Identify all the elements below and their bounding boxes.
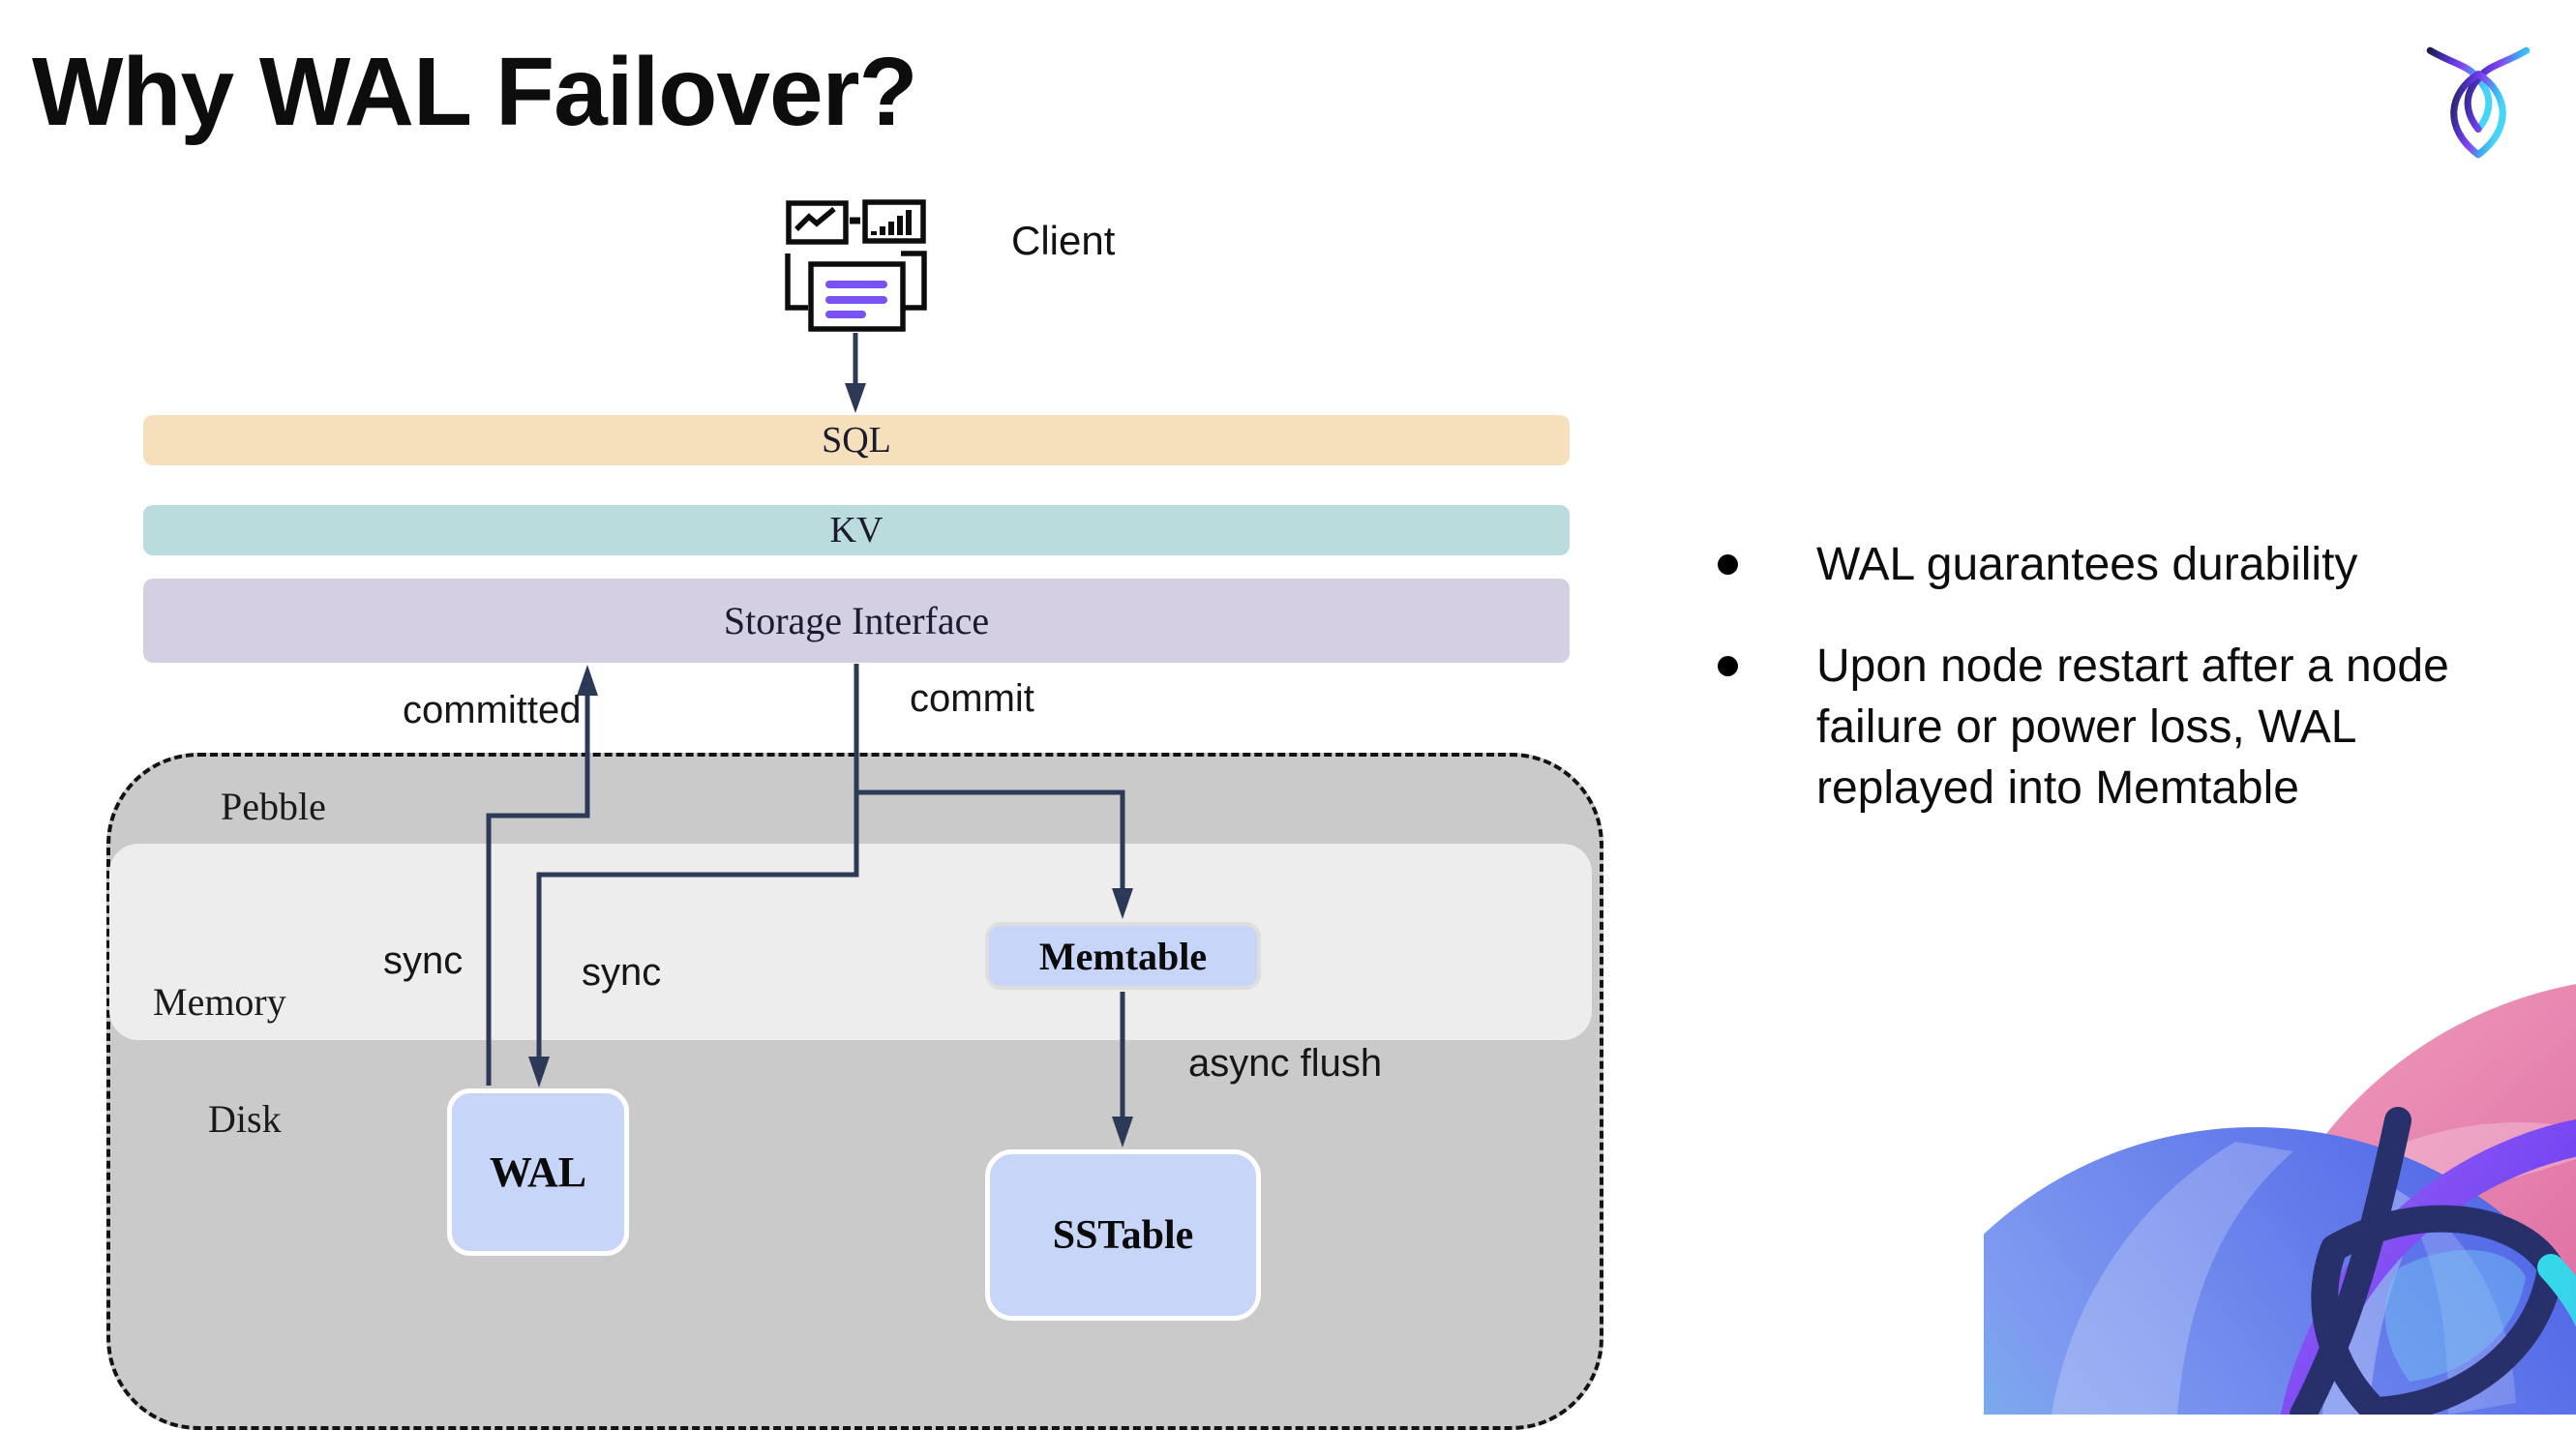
node-wal: WAL: [447, 1088, 629, 1256]
bracket-left: [785, 253, 808, 311]
bullet-dot-icon: [1718, 656, 1738, 676]
memory-label: Memory: [153, 980, 286, 1024]
edge-label-async-flush: async flush: [1188, 1042, 1383, 1085]
cockroachdb-logo-icon: [2424, 39, 2532, 161]
layer-kv: KV: [143, 505, 1570, 555]
layer-sql-label: SQL: [822, 420, 891, 461]
line-chart-icon: [786, 200, 849, 245]
bullet-dot-icon: [1718, 554, 1738, 575]
bullet-text: Upon node restart after a node failure o…: [1816, 641, 2449, 814]
pebble-label: Pebble: [221, 785, 326, 828]
arrowhead-sql: [845, 383, 866, 413]
edge-label-sync-left: sync: [383, 939, 464, 982]
bullet-item: WAL guarantees durability: [1718, 534, 2569, 595]
layer-storage-interface-label: Storage Interface: [723, 599, 990, 642]
edge-label-sync-right: sync: [582, 951, 662, 994]
bullet-list: WAL guarantees durability Upon node rest…: [1718, 534, 2569, 859]
bar-chart-icon: [862, 199, 926, 244]
layer-kv-label: KV: [829, 510, 884, 551]
bullet-text: WAL guarantees durability: [1816, 539, 2358, 590]
cockroach-sphere-art: [1984, 948, 2576, 1415]
client-label: Client: [1011, 218, 1116, 263]
disk-label: Disk: [208, 1097, 282, 1141]
bracket-right: [901, 251, 927, 311]
node-sstable-label: SSTable: [1052, 1212, 1194, 1258]
dark-leaf: [2311, 1205, 2564, 1415]
dark-stem: [2290, 1107, 2411, 1415]
layer-sql: SQL: [143, 415, 1570, 465]
node-memtable: Memtable: [985, 922, 1261, 990]
layer-storage-interface: Storage Interface: [143, 579, 1570, 663]
client-app-icon: [784, 189, 929, 336]
edge-label-committed: committed: [403, 689, 582, 731]
node-memtable-label: Memtable: [1038, 934, 1208, 978]
edge-label-commit: commit: [910, 677, 1034, 720]
page-title: Why WAL Failover?: [32, 38, 918, 146]
memory-band: [109, 844, 1592, 1040]
bullet-item: Upon node restart after a node failure o…: [1718, 636, 2569, 819]
node-sstable: SSTable: [985, 1149, 1261, 1321]
node-wal-label: WAL: [489, 1148, 587, 1196]
